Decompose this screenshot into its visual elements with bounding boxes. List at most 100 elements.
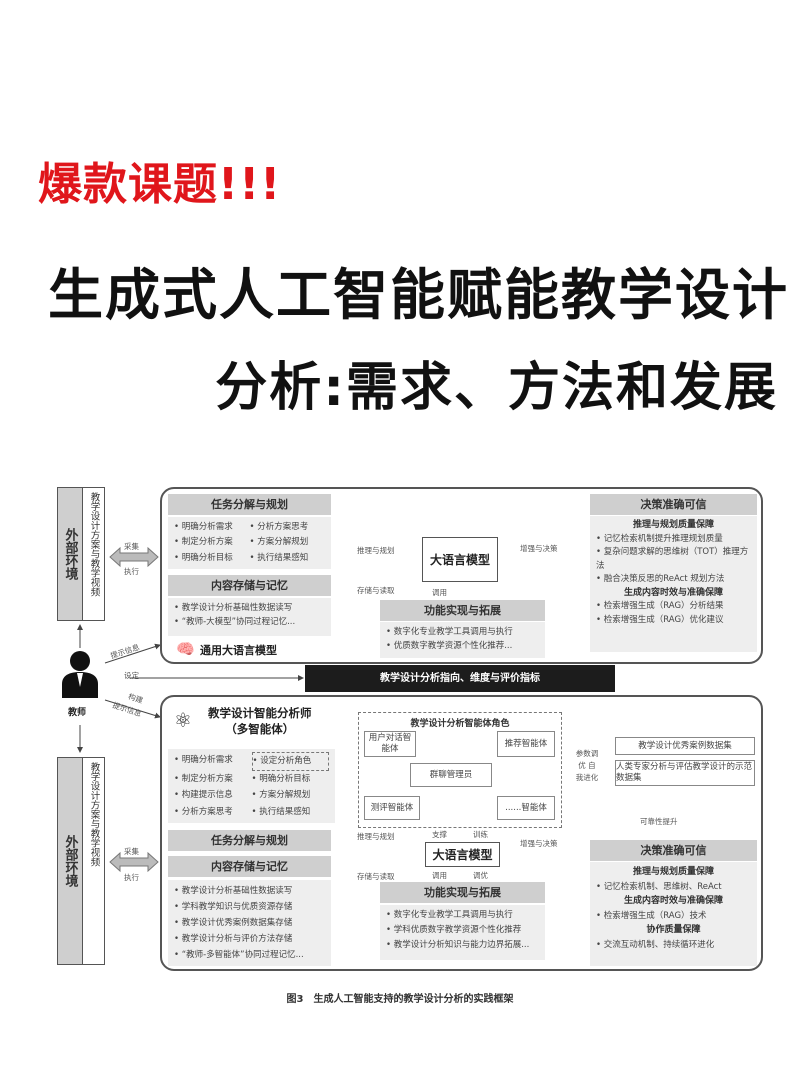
function-list: • 数字化专业教学工具调用与执行• 学科优质数字教学资源个性化推荐• 教学设计分… <box>380 905 545 960</box>
teacher-icon <box>62 651 98 698</box>
figure-caption: 图3 生成人工智能支持的教学设计分析的实践框架 <box>286 994 514 1005</box>
list-item: 协作质量保障 <box>646 925 701 935</box>
enhance-label: 增强与决策 <box>520 544 558 553</box>
self-improve-label: 参数调优 自我进化 <box>575 749 599 782</box>
list-item: • 记忆检索机制提升推理规划质量 <box>596 533 723 544</box>
store-label: 存储与读取 <box>357 872 395 881</box>
list-item: • 教学设计分析知识与能力边界拓展... <box>386 940 530 950</box>
llm-box: 大语言模型 <box>422 537 498 582</box>
memory-header: 内容存储与记忆 <box>168 856 331 877</box>
store-label: 存储与读取 <box>357 586 395 595</box>
llm-box: 大语言模型 <box>425 842 500 867</box>
agent-user-dialog: 用户对话智能体 <box>364 731 416 757</box>
agent-evaluation: 测评智能体 <box>364 796 420 820</box>
dataset-experts: 人类专家分析与评估教学设计的示范数据集 <box>615 760 755 786</box>
external-environment-bottom: 外部环境 教学设计方案与教学视频 <box>57 757 105 965</box>
list-item: • 明确分析需求 <box>174 522 233 532</box>
list-item: • 教学设计分析基础性数据读写 <box>174 886 293 896</box>
list-item: 生成内容时效与准确保障 <box>623 587 723 598</box>
list-item: 生成内容时效与准确保障 <box>623 896 723 906</box>
brain-icon: 🧠 <box>176 640 195 658</box>
agent-group-manager: 群聊管理员 <box>410 763 492 787</box>
list-item: • 融合决策反思的ReAct 规划方法 <box>596 574 725 584</box>
list-item: • 设定分析角色 <box>251 752 329 771</box>
list-item: • 检索增强生成（RAG）分析结果 <box>596 601 724 611</box>
list-item: • 教学设计分析基础性数据读写 <box>174 603 293 613</box>
execute-label: 执行 <box>124 567 139 576</box>
agent-more: ......智能体 <box>497 796 555 820</box>
set-label: 设定 <box>124 671 139 680</box>
list-item: • 学科教学知识与优质资源存储 <box>174 902 293 912</box>
collect-arrow-top <box>109 546 159 568</box>
center-bar: 教学设计分析指向、维度与评价指标 <box>305 665 615 692</box>
teacher-label: 教师 <box>68 708 87 718</box>
atom-icon: ⚛ <box>174 708 192 732</box>
list-item: • 交流互动机制、持续循环进化 <box>596 939 715 950</box>
collect-arrow-bottom <box>109 851 159 873</box>
list-item: • 执行结果感知 <box>249 552 309 563</box>
memory-header: 内容存储与记忆 <box>168 575 331 596</box>
headline-title-line1: 生成式人工智能赋能教学设计 <box>48 263 790 327</box>
dataset-cases: 教学设计优秀案例数据集 <box>615 737 755 755</box>
task-header: 任务分解与规划 <box>168 494 331 515</box>
task-list: • 明确分析需求 • 分析方案思考 • 制定分析方案 • 方案分解规划 • 明确分析… <box>168 517 331 569</box>
list-item: • 构建提示信息 <box>174 790 233 800</box>
task-header: 任务分解与规划 <box>168 830 331 851</box>
list-item: 推理与规划质量保障 <box>632 520 714 530</box>
env-label: 外部环境 <box>58 488 83 620</box>
headline-tag: 爆款课题!!! <box>38 159 282 210</box>
collect-label: 采集 <box>124 847 139 856</box>
list-item: • 检索增强生成（RAG）优化建议 <box>596 614 724 625</box>
list-item: • 数字化专业教学工具调用与执行 <box>386 627 513 637</box>
agent-recommend: 推荐智能体 <box>497 731 555 757</box>
agent-task-list: • 明确分析需求 • 设定分析角色 • 制定分析方案 • 明确分析目标 • 构建提示… <box>168 749 335 823</box>
reliability-label: 可靠性提升 <box>640 817 678 826</box>
list-item: • 教学设计优秀案例数据集存储 <box>174 918 293 928</box>
memory-list: • 教学设计分析基础性数据读写 • 学科教学知识与优质资源存储 • 教学设计优秀案例… <box>168 880 331 966</box>
decision-header: 决策准确可信 <box>590 840 757 861</box>
list-item: • 分析方案思考 <box>174 806 233 817</box>
call-label: 调用 <box>432 871 447 880</box>
list-item: • 明确分析需求 <box>174 755 233 765</box>
list-item: • 记忆检索机制、思维树、ReAct <box>596 881 722 892</box>
general-llm-label: 通用大语言模型 <box>200 644 277 657</box>
external-environment-top: 外部环境 教学设计方案与教学视频 <box>57 487 105 621</box>
execute-label: 执行 <box>124 873 139 882</box>
call-label: 调用 <box>432 588 447 597</box>
enhance-label: 增强与决策 <box>520 839 558 848</box>
headline-title-line2: 分析:需求、方法和发展 <box>215 358 778 418</box>
list-item: • 复杂问题求解的思维树（TOT）推理方法 <box>596 547 749 571</box>
list-item: • 制定分析方案 <box>174 537 233 548</box>
list-item: • 明确分析目标 <box>251 773 311 784</box>
list-item: • “教师-大模型”协同过程记忆... <box>174 617 296 627</box>
decision-list: 推理与规划质量保障 • 记忆检索机制提升推理规划质量 • 复杂问题求解的思维树（… <box>590 516 757 652</box>
list-item: • “教师-多智能体”协同过程记忆... <box>174 950 304 960</box>
function-header: 功能实现与拓展 <box>380 882 545 903</box>
support-label: 支撑 <box>432 830 447 839</box>
list-item: • 方案分解规划 <box>251 790 311 800</box>
list-item: 推理与规划质量保障 <box>632 867 714 877</box>
list-item: • 明确分析目标 <box>174 552 233 563</box>
list-item: • 优质数字教学资源个性化推荐... <box>386 641 513 651</box>
env-content: 教学设计方案与教学视频 <box>88 762 100 867</box>
decision-list: 推理与规划质量保障 • 记忆检索机制、思维树、ReAct 生成内容时效与准确保障 •… <box>590 862 757 966</box>
train-label: 训练 <box>473 830 488 839</box>
collect-label: 采集 <box>124 542 139 551</box>
tune-label: 调优 <box>473 871 488 880</box>
agent-roles-box <box>358 712 562 828</box>
list-item: • 学科优质数字教学资源个性化推荐 <box>386 925 522 935</box>
list-item: • 制定分析方案 <box>174 773 233 784</box>
roles-title: 教学设计分析智能体角色 <box>410 719 510 729</box>
list-item: • 分析方案思考 <box>249 522 309 532</box>
list-item: • 方案分解规划 <box>249 537 309 548</box>
function-list: • 数字化专业教学工具调用与执行 • 优质数字教学资源个性化推荐... <box>380 622 545 658</box>
memory-list: • 教学设计分析基础性数据读写 • “教师-大模型”协同过程记忆... <box>168 598 331 636</box>
function-header: 功能实现与拓展 <box>380 600 545 621</box>
reason-label: 推理与规划 <box>357 832 395 841</box>
multi-agent-title: 教学设计智能分析师（多智能体） <box>208 706 312 736</box>
list-item: • 执行结果感知 <box>251 806 311 817</box>
env-content: 教学设计方案与教学视频 <box>88 492 100 597</box>
reason-label: 推理与规划 <box>357 546 395 555</box>
list-item: • 检索增强生成（RAG）技术 <box>596 910 707 921</box>
env-label: 外部环境 <box>58 758 83 964</box>
